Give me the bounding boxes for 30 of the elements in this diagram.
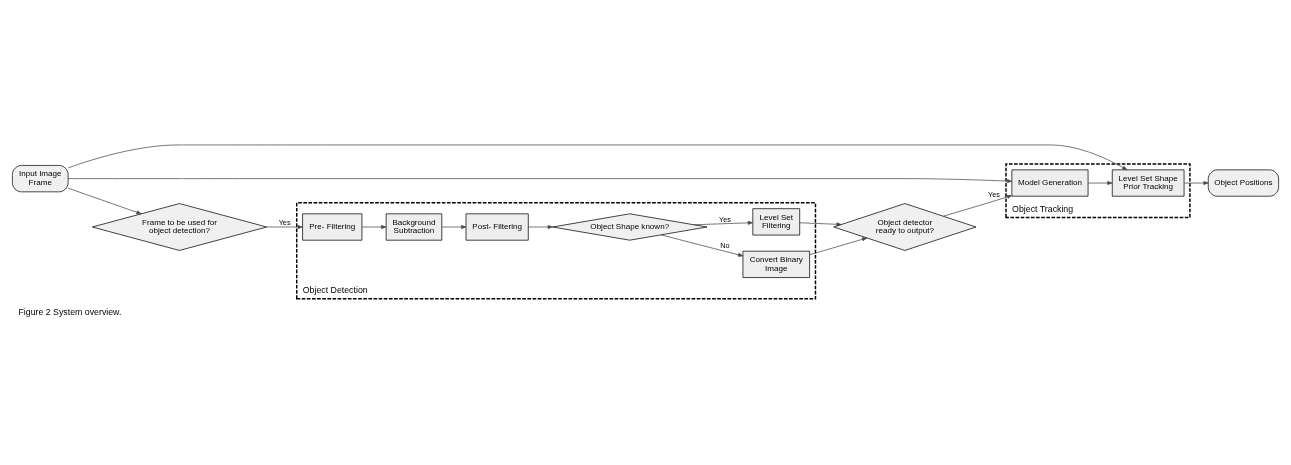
node-box: Background Subtraction	[385, 213, 443, 241]
arrow	[361, 225, 387, 229]
node-box: Object Positions	[1207, 169, 1279, 197]
arrow	[67, 178, 1013, 183]
arrow	[693, 220, 753, 226]
arrow	[527, 225, 553, 229]
node-diamond: Object Shape known?	[552, 213, 708, 241]
arrow	[1087, 181, 1113, 185]
arrow	[67, 144, 1128, 171]
node-box: Level Set Filtering	[752, 208, 801, 236]
arrow	[441, 225, 467, 229]
node-box: Pre- Filtering	[302, 213, 363, 241]
arrow	[1183, 181, 1209, 185]
node-box: Model Generation	[1011, 169, 1089, 197]
arrow	[660, 234, 744, 257]
arrow	[266, 225, 303, 229]
edge-label: Yes	[278, 217, 291, 227]
arrow	[67, 187, 142, 215]
edge-label: Yes	[987, 189, 1000, 199]
node-box: Convert Binary Image	[742, 250, 810, 278]
node-box: Input Image Frame	[12, 165, 69, 193]
arrow	[799, 222, 842, 227]
node-diamond: Frame to be used for object detection?	[91, 203, 268, 251]
caption: Figure 2 System overview.	[18, 306, 122, 317]
edge-label: No	[720, 240, 730, 250]
arrow	[809, 237, 868, 256]
node-box: Level Set Shape Prior Tracking	[1111, 169, 1185, 197]
arrow	[943, 195, 1013, 217]
node-box: Post- Filtering	[465, 213, 529, 241]
edge-label: Yes	[719, 214, 731, 224]
